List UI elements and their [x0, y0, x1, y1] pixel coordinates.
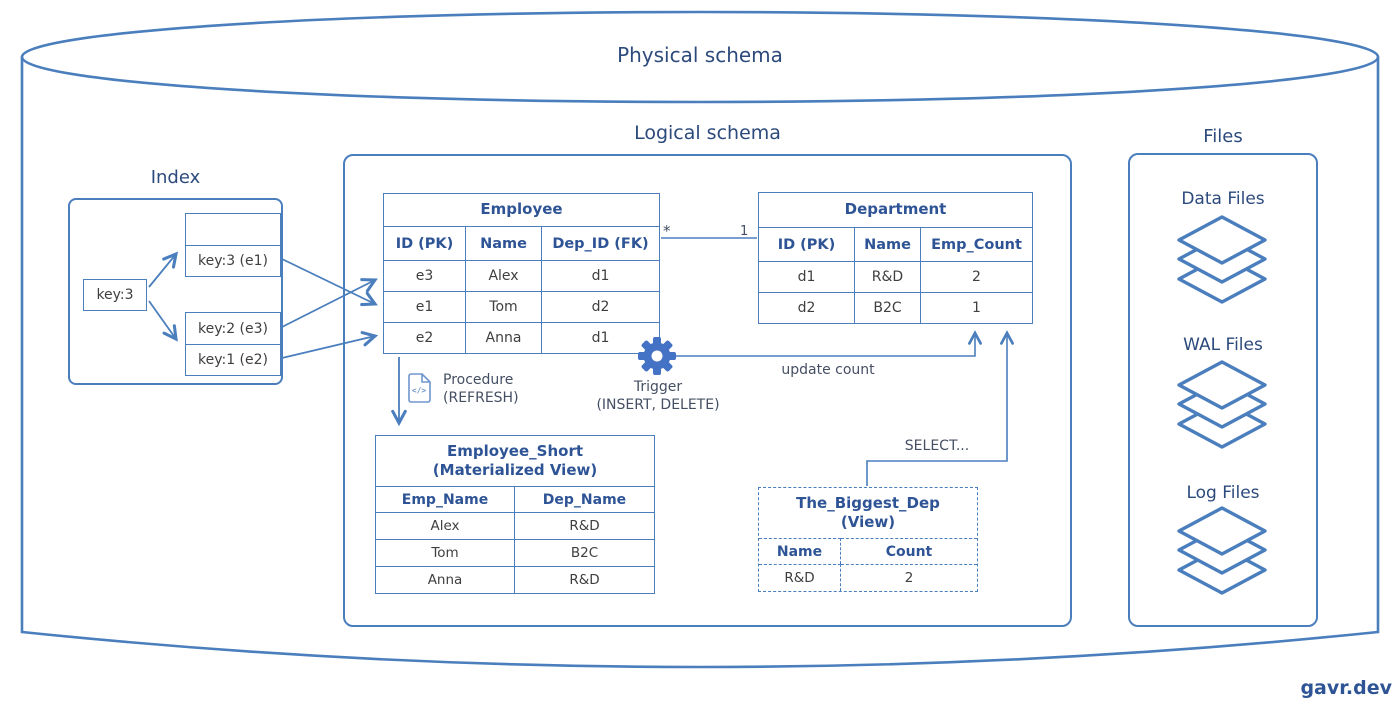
table-cell: 2 — [841, 564, 977, 591]
index-root-key: key:3 — [83, 279, 147, 311]
table-cell: d2 — [759, 292, 855, 323]
logical-schema-title: Logical schema — [634, 122, 781, 144]
table-title: Department — [844, 200, 947, 219]
trigger-label: Trigger — [633, 379, 683, 395]
index-cell-key2: key:2 (e3) — [186, 313, 280, 344]
index-node-top: key:3 (e1) — [185, 213, 281, 277]
procedure-sublabel: (REFRESH) — [443, 390, 519, 406]
cardinality-one: 1 — [740, 224, 749, 239]
table-cell: Alex — [466, 260, 542, 291]
cardinality-many: * — [663, 222, 671, 240]
table-cell: Tom — [376, 539, 515, 566]
table-cell: d1 — [542, 260, 659, 291]
data-files-label: Data Files — [1181, 189, 1265, 209]
update-count-label: update count — [781, 362, 875, 378]
table-cell: Alex — [376, 512, 515, 539]
table-cell: e3 — [384, 260, 466, 291]
table-cell: Anna — [466, 322, 542, 353]
index-cell-empty — [186, 214, 280, 245]
table-cell: R&D — [759, 564, 841, 591]
select-label: SELECT... — [904, 438, 970, 454]
column-header: ID (PK) — [759, 227, 855, 261]
table-cell: Tom — [466, 291, 542, 322]
table-cell: d1 — [759, 261, 855, 292]
column-header: Emp_Count — [921, 227, 1032, 261]
trigger-sublabel: (INSERT, DELETE) — [596, 397, 720, 413]
table-cell: B2C — [855, 292, 921, 323]
table-title: Employee_Short(Materialized View) — [432, 441, 598, 480]
table-cell: R&D — [855, 261, 921, 292]
index-cell-key3: key:3 (e1) — [186, 245, 280, 276]
column-header: Dep_Name — [515, 486, 654, 512]
table-cell: d2 — [542, 291, 659, 322]
index-cell-key1: key:1 (e2) — [186, 344, 280, 375]
table-cell: 1 — [921, 292, 1032, 323]
column-header: Name — [855, 227, 921, 261]
physical-schema-title: Physical schema — [617, 43, 783, 67]
table-cell: d1 — [542, 322, 659, 353]
files-title: Files — [1203, 126, 1243, 147]
table-title: The_Biggest_Dep(View) — [796, 493, 940, 532]
table-cell: 2 — [921, 261, 1032, 292]
column-header: ID (PK) — [384, 226, 466, 260]
files-box — [1128, 153, 1318, 627]
column-header: Count — [841, 538, 977, 564]
table-cell: Anna — [376, 566, 515, 593]
table-cell: R&D — [515, 566, 654, 593]
watermark: gavr.dev — [1300, 677, 1392, 699]
index-title: Index — [150, 167, 201, 188]
column-header: Name — [759, 538, 841, 564]
log-files-label: Log Files — [1186, 483, 1260, 503]
table-title: Employee — [480, 200, 563, 219]
column-header: Name — [466, 226, 542, 260]
index-node-bottom: key:2 (e3) key:1 (e2) — [185, 312, 281, 376]
column-header: Emp_Name — [376, 486, 515, 512]
table-cell: B2C — [515, 539, 654, 566]
table-cell: e2 — [384, 322, 466, 353]
procedure-label: Procedure — [443, 372, 514, 388]
wal-files-label: WAL Files — [1183, 335, 1263, 355]
column-header: Dep_ID (FK) — [542, 226, 659, 260]
table-cell: e1 — [384, 291, 466, 322]
employee-short-table: Employee_Short(Materialized View) Emp_Nam… — [375, 435, 655, 594]
table-cell: R&D — [515, 512, 654, 539]
